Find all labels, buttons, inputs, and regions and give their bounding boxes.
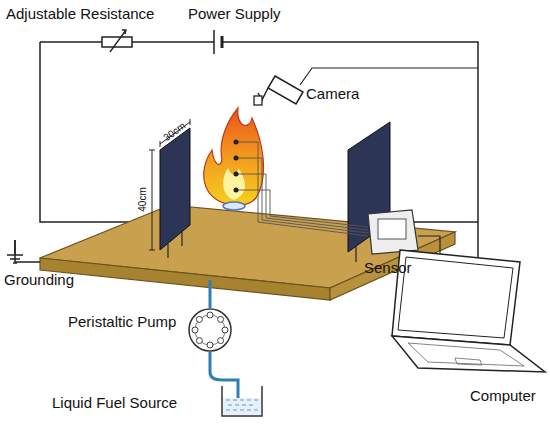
- resistor-symbol: [102, 30, 132, 52]
- laptop-computer: [392, 250, 545, 372]
- part-label: Grounding: [4, 272, 74, 289]
- part-label: Computer: [470, 388, 536, 405]
- part-label: Sensor: [364, 260, 412, 277]
- part-label: Liquid Fuel Source: [52, 395, 177, 412]
- platform-board: [40, 205, 455, 300]
- flame: [204, 108, 264, 210]
- thermocouple: [234, 140, 369, 237]
- part-label: Camera: [306, 86, 359, 103]
- peristaltic-pump: [189, 309, 231, 351]
- grounding-symbol: [7, 240, 40, 263]
- battery-symbol: [214, 30, 222, 54]
- fuel-beaker: [222, 386, 262, 416]
- electrode-plate: [149, 119, 190, 258]
- part-label: Peristaltic Pump: [68, 314, 176, 331]
- camera-symbol: [254, 68, 478, 105]
- dimension-label: 40cm: [137, 187, 148, 211]
- part-label: Adjustable Resistance: [6, 6, 154, 23]
- part-label: Power Supply: [188, 6, 281, 23]
